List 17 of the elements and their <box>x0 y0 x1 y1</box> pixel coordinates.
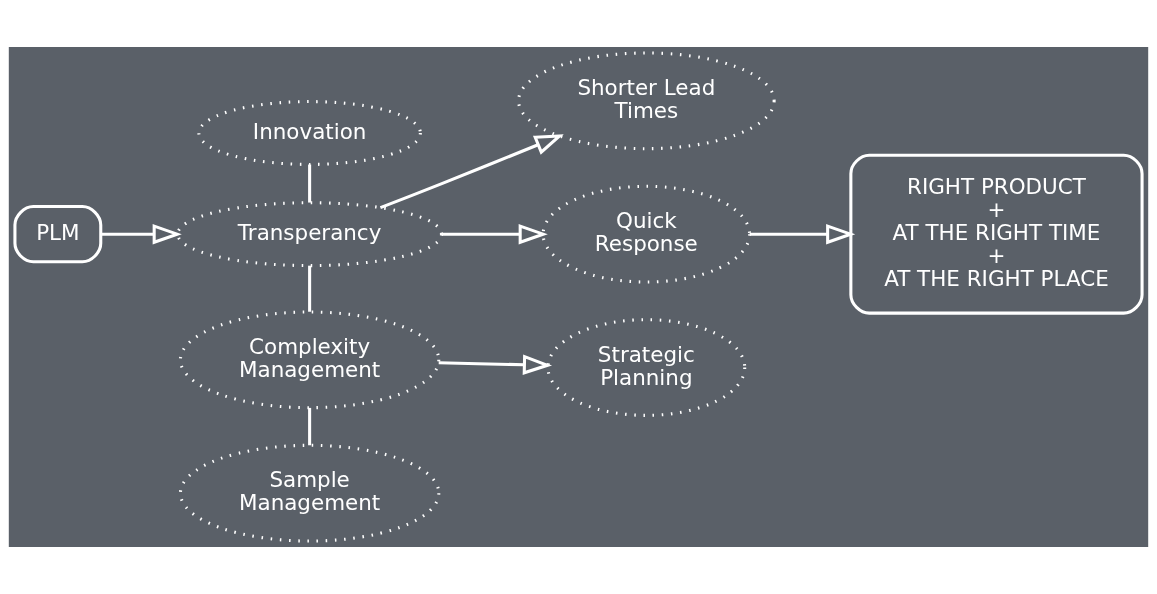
node-ellipse: Transperancy <box>176 201 443 268</box>
node-ellipse: Shorter Lead Times <box>517 51 776 151</box>
node-ellipse: Quick Response <box>541 184 752 284</box>
node-box: PLM <box>13 205 103 264</box>
arrow <box>749 223 856 245</box>
arrow <box>442 223 548 245</box>
connector <box>308 265 312 312</box>
connector <box>308 164 312 203</box>
node-box: RIGHT PRODUCT + AT THE RIGHT TIME + AT THE RIGHT PLACE <box>849 153 1144 315</box>
node-ellipse: Innovation <box>197 100 422 166</box>
arrow <box>101 223 182 245</box>
node-ellipse: Complexity Management <box>178 310 441 410</box>
node-ellipse: Sample Management <box>178 443 441 543</box>
connector <box>308 407 312 446</box>
node-ellipse: Strategic Planning <box>546 318 747 417</box>
arrow <box>379 134 564 210</box>
arrow <box>438 354 553 375</box>
